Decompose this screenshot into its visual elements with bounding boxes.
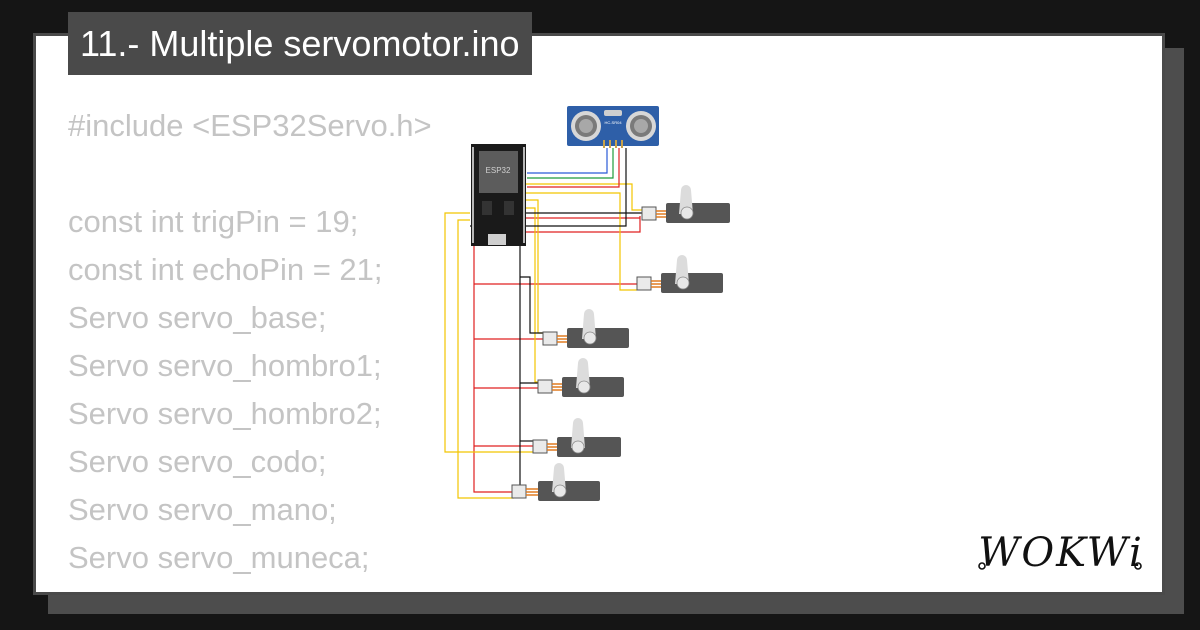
wire-ground [470, 225, 521, 487]
wire-signal [522, 183, 642, 211]
wokwi-logo: WOKWi [978, 530, 1144, 576]
code-line: Servo servo_base; [68, 300, 327, 335]
wokwi-logo-text: WOKWi [978, 530, 1144, 576]
wire-signal [457, 219, 514, 499]
servo-2 [636, 255, 723, 293]
wire-signal [525, 199, 543, 334]
wire-signal [522, 192, 637, 291]
wires [444, 148, 643, 499]
wire-signal [525, 207, 538, 383]
wire-signal [444, 212, 533, 453]
wire-power [473, 225, 515, 493]
wire-power [472, 216, 641, 233]
servo-3 [542, 309, 629, 348]
wire-ground [520, 148, 627, 227]
code-line: const int trigPin = 19; [68, 204, 359, 239]
ultrasonic-sensor: HC-SR04 [567, 106, 659, 148]
board-label: ESP32 [486, 166, 511, 175]
code-preview: #include <ESP32Servo.h> const int trigPi… [68, 102, 432, 582]
wire-ground [520, 276, 543, 334]
code-line: #include <ESP32Servo.h> [68, 108, 432, 143]
esp32-board: ESP32 [471, 144, 526, 246]
wire-sensor [527, 148, 614, 179]
project-title: 11.- Multiple servomotor.ino [68, 12, 532, 75]
servo-5 [532, 418, 621, 457]
code-line: Servo servo_muneca; [68, 540, 370, 575]
wire-sensor [527, 148, 620, 188]
code-line: const int echoPin = 21; [68, 252, 383, 287]
servo-4 [537, 358, 624, 397]
code-line: Servo servo_codo; [68, 444, 327, 479]
code-line: Servo servo_hombro2; [68, 396, 382, 431]
wire-sensor [527, 148, 608, 174]
code-line: Servo servo_hombro1; [68, 348, 382, 383]
sensor-label: HC-SR04 [604, 120, 622, 125]
code-line: Servo servo_mano; [68, 492, 337, 527]
servo-1 [641, 185, 730, 223]
servo-6 [511, 463, 600, 501]
